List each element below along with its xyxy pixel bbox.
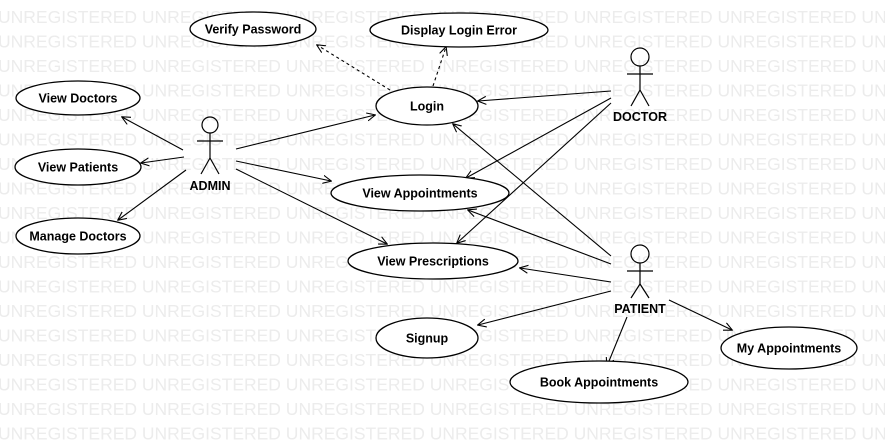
watermark-line: UNREGISTERED UNREGISTERED UNREGISTERED U… <box>0 301 885 321</box>
actor-admin-label: ADMIN <box>190 179 231 193</box>
watermark-line: UNREGISTERED UNREGISTERED UNREGISTERED U… <box>0 350 885 370</box>
dependency-login-display-error <box>432 47 446 87</box>
assoc-admin-login <box>235 115 375 150</box>
actor-doctor-label: DOCTOR <box>613 110 667 124</box>
admin-stick-figure-icon <box>197 116 223 175</box>
use-case-signup: Signup <box>375 317 479 359</box>
assoc-admin-manage-doctors <box>118 169 187 220</box>
watermark-line: UNREGISTERED UNREGISTERED UNREGISTERED U… <box>0 154 885 174</box>
use-case-my-appointments-label: My Appointments <box>737 341 841 355</box>
use-case-view-doctors: View Doctors <box>15 80 141 116</box>
use-case-view-prescriptions-label: View Prescriptions <box>377 254 489 268</box>
use-case-verify-password: Verify Password <box>189 11 317 47</box>
assoc-admin-view-appointments <box>235 160 331 181</box>
assoc-doctor-login <box>478 90 612 101</box>
watermark-line: UNREGISTERED UNREGISTERED UNREGISTERED U… <box>0 399 885 419</box>
actor-patient-label: PATIENT <box>614 302 666 316</box>
assoc-admin-view-prescriptions <box>235 168 387 244</box>
assoc-doctor-view-prescriptions <box>457 102 612 243</box>
watermark-line: UNREGISTERED UNREGISTERED UNREGISTERED U… <box>0 277 885 297</box>
assoc-patient-signup <box>478 290 612 325</box>
assoc-admin-view-patients <box>141 156 185 163</box>
assoc-admin-view-doctors <box>122 117 184 151</box>
assoc-patient-my-appointments <box>668 299 732 330</box>
use-case-verify-password-label: Verify Password <box>205 22 302 36</box>
use-case-display-login-error-label: Display Login Error <box>401 23 517 37</box>
use-case-book-appointments: Book Appointments <box>509 360 689 404</box>
assoc-patient-view-prescriptions <box>520 268 612 283</box>
assoc-doctor-view-appointments <box>466 97 612 178</box>
watermark-line: UNREGISTERED UNREGISTERED UNREGISTERED U… <box>0 228 885 248</box>
use-case-manage-doctors-label: Manage Doctors <box>29 229 126 243</box>
watermark-line: UNREGISTERED UNREGISTERED UNREGISTERED U… <box>0 424 885 443</box>
actor-patient: PATIENT <box>614 244 666 316</box>
use-case-display-login-error: Display Login Error <box>369 12 549 48</box>
assoc-patient-view-appointments <box>468 210 612 265</box>
doctor-stick-figure-icon <box>627 47 653 107</box>
dependency-login-verify-password <box>317 45 391 91</box>
watermark-line: UNREGISTERED UNREGISTERED UNREGISTERED U… <box>0 203 885 223</box>
actor-admin: ADMIN <box>190 116 231 193</box>
watermark-line: UNREGISTERED UNREGISTERED UNREGISTERED U… <box>0 56 885 76</box>
use-case-view-prescriptions: View Prescriptions <box>347 242 519 280</box>
patient-stick-figure-icon <box>627 244 653 299</box>
use-case-view-appointments: View Appointments <box>330 174 510 212</box>
use-case-view-patients: View Patients <box>14 148 142 186</box>
use-case-view-doctors-label: View Doctors <box>39 91 118 105</box>
use-case-my-appointments: My Appointments <box>720 326 858 370</box>
use-case-view-patients-label: View Patients <box>38 160 118 174</box>
use-case-view-appointments-label: View Appointments <box>362 186 477 200</box>
assoc-patient-login <box>453 124 612 257</box>
assoc-patient-book-appointments <box>607 316 628 366</box>
use-case-manage-doctors: Manage Doctors <box>15 217 141 255</box>
use-case-book-appointments-label: Book Appointments <box>540 375 658 389</box>
use-case-login-label: Login <box>410 99 444 113</box>
use-case-signup-label: Signup <box>406 331 449 345</box>
actor-doctor: DOCTOR <box>613 47 667 124</box>
watermark-line: UNREGISTERED UNREGISTERED UNREGISTERED U… <box>0 130 885 150</box>
use-case-login: Login <box>375 86 479 126</box>
